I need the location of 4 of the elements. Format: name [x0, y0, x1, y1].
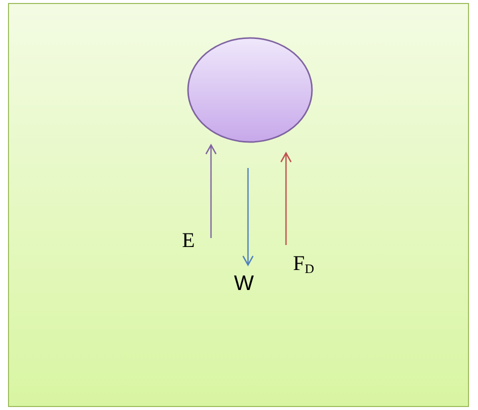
force-label: F$_{D}$ — [293, 251, 314, 278]
force-label: E — [182, 228, 195, 252]
ball — [187, 37, 313, 143]
force-label: W — [234, 272, 254, 296]
